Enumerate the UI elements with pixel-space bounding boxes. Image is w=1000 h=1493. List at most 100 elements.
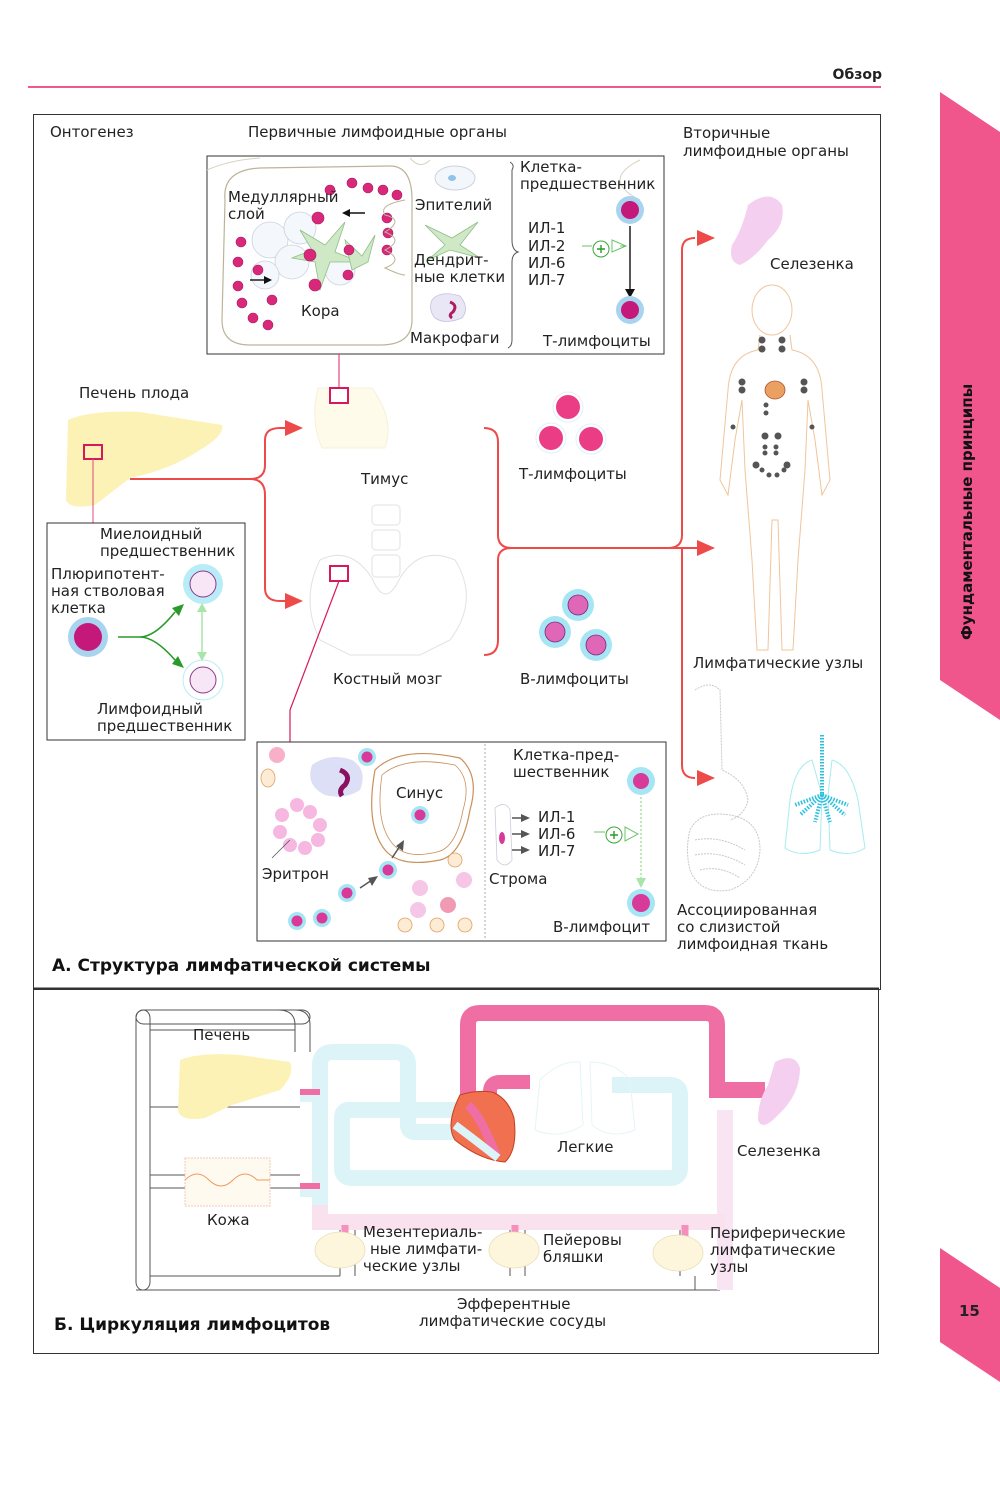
migration-path-to-thymus [130, 427, 290, 480]
label-b-skin: Кожа [207, 1211, 250, 1229]
page-number-tab [940, 1248, 1000, 1382]
label-marrow-precursor-2: шественник [513, 763, 610, 781]
label-fetal-liver: Печень плода [79, 384, 190, 402]
path-to-malt [681, 548, 696, 779]
label-b-mesenteric-3: ческие узлы [363, 1257, 461, 1275]
label-t-lymphocytes: Т-лимфоциты [519, 465, 627, 483]
label-b-lymphocytes: В-лимфоциты [520, 670, 629, 688]
lungs-organ-b [534, 1061, 636, 1135]
label-medulla-1: Медуллярный [228, 188, 339, 206]
label-macrophages: Макрофаги [410, 329, 500, 347]
label-medulla-2: слой [228, 205, 265, 223]
label-malt-2: со слизистой [677, 918, 781, 936]
label-il-0: ИЛ-1 [528, 219, 566, 237]
dendritic-cell-icon [424, 221, 481, 261]
stimulation-plus-icon [582, 239, 628, 258]
label-lymphoid-1: Лимфоидный [97, 700, 203, 718]
panel-b-title: Б. Циркуляция лимфоцитов [54, 1315, 331, 1335]
label-marrow-il-2: ИЛ-7 [538, 842, 576, 860]
label-lymphoid-2: предшественник [97, 717, 233, 735]
label-il-2: ИЛ-6 [528, 254, 566, 272]
label-marrow-il-1: ИЛ-6 [538, 825, 576, 843]
column-header-secondary-2: лимфоидные органы [683, 142, 849, 160]
label-b-peyer-1: Пейеровы [543, 1231, 622, 1249]
stimulation-plus-icon-marrow [594, 826, 640, 844]
label-bone-marrow: Костный мозг [333, 670, 443, 688]
panel-a-frame [33, 114, 881, 990]
label-stem-1: Плюрипотент- [51, 565, 165, 583]
cortex-epithelium-fold [383, 199, 406, 276]
label-b-lungs: Легкие [557, 1138, 614, 1156]
migration-path-to-marrow [249, 478, 290, 602]
label-b-spleen: Селезенка [737, 1142, 821, 1160]
sinus-vessel [371, 753, 474, 863]
label-marrow-precursor-1: Клетка-пред- [513, 746, 620, 764]
label-b-peripheral-1: Периферические [710, 1224, 846, 1242]
t-lymphocytes-cluster [535, 391, 607, 455]
label-malt-1: Ассоциированная [677, 901, 818, 919]
thymocytes [232, 177, 403, 331]
thymus-marker [329, 387, 349, 404]
label-dendritic-1: Дендрит- [414, 251, 489, 269]
brace-t-cells [483, 237, 696, 549]
brace-b-cells [483, 547, 513, 656]
label-stroma: Строма [489, 870, 548, 888]
label-lymph-nodes: Лимфатические узлы [693, 654, 864, 672]
label-stem-2: ная стволовая [51, 582, 165, 600]
chapter-tab [940, 92, 1000, 720]
bronchial-lungs-outline [784, 735, 866, 854]
label-thymus-precursor-2: предшественник [520, 175, 656, 193]
label-thymus-t-cells: Т-лимфоциты [543, 332, 651, 350]
spleen-organ [731, 196, 783, 265]
label-erythron: Эритрон [262, 865, 329, 883]
label-b-efferent-1: Эфферентные [457, 1295, 571, 1313]
label-b-efferent-2: лимфатические сосуды [419, 1312, 607, 1330]
label-b-liver: Печень [193, 1026, 251, 1044]
column-header-secondary-1: Вторичные [683, 124, 771, 142]
section-title: Обзор [832, 67, 882, 83]
macrophage-large [310, 756, 363, 797]
liver-organ-b [178, 1054, 292, 1119]
column-header-primary: Первичные лимфоидные органы [248, 123, 507, 141]
human-body-outline [719, 284, 831, 651]
label-thymus: Тимус [361, 470, 409, 488]
digestive-tract-outline [687, 684, 761, 892]
lymph-node-icons [314, 1231, 704, 1272]
column-header-ontogenesis: Онтогенез [50, 123, 134, 141]
heart-icon [764, 380, 786, 400]
label-b-peripheral-3: узлы [710, 1258, 749, 1276]
stromal-cell [494, 804, 513, 866]
panel-a-title: А. Структура лимфатической системы [52, 956, 431, 976]
lymph-nodes [730, 336, 815, 478]
label-b-mesenteric-2: ные лимфати- [370, 1240, 483, 1258]
label-myeloid-1: Миелоидный [100, 525, 203, 543]
b-lymphocytes-cluster [539, 589, 612, 661]
page-number: 15 [959, 1302, 980, 1320]
dendritic-cells [290, 221, 376, 292]
venous-circuit [300, 1044, 733, 1290]
inset-brace [507, 161, 520, 349]
spleen-organ-b [758, 1058, 800, 1125]
pelvis-skeleton [309, 504, 467, 656]
marrow-scattered-cells [260, 747, 473, 933]
label-b-peyer-2: бляшки [543, 1248, 604, 1266]
label-il-3: ИЛ-7 [528, 271, 566, 289]
label-epithelium: Эпителий [415, 196, 493, 214]
thymic-lobule-outline [221, 165, 413, 346]
fetal-liver [66, 411, 223, 507]
label-il-1: ИЛ-2 [528, 237, 566, 255]
erythron-cells [273, 798, 327, 855]
differentiation-arrows [118, 611, 176, 661]
macrophage-cell-icon [430, 293, 466, 322]
label-sinus: Синус [396, 784, 444, 802]
label-stem-3: клетка [51, 599, 106, 617]
label-spleen: Селезенка [770, 255, 854, 273]
skin-sample [184, 1157, 271, 1207]
label-b-mesenteric-1: Мезентериаль- [363, 1223, 483, 1241]
label-cortex: Кора [301, 302, 340, 320]
label-thymus-precursor-1: Клетка- [520, 158, 582, 176]
label-b-peripheral-2: лимфатические [710, 1241, 836, 1259]
